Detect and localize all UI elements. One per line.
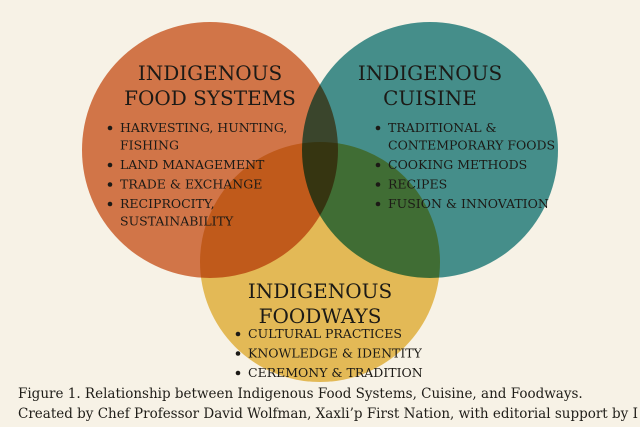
list-item: TRADE & EXCHANGE	[120, 177, 262, 192]
bullet-icon	[107, 125, 113, 131]
bullet-icon	[375, 182, 381, 187]
list-item: RECIPROCITY,	[120, 196, 215, 211]
list-item: TRADITIONAL &	[388, 120, 497, 135]
bullet-icon	[375, 125, 381, 131]
list-item: FISHING	[120, 138, 179, 153]
bullet-icon	[235, 370, 241, 376]
figure-caption-title: Figure 1. Relationship between Indigenou…	[18, 386, 583, 402]
circle-title-foodways: FOODWAYS	[259, 304, 382, 328]
list-item: KNOWLEDGE & IDENTITY	[248, 346, 423, 361]
circle-title-cuisine: CUISINE	[383, 86, 477, 110]
list-item: COOKING METHODS	[388, 157, 527, 172]
circle-title-food-systems: INDIGENOUS	[138, 61, 282, 85]
bullet-icon	[107, 182, 113, 187]
bullet-icon	[107, 201, 113, 207]
list-item: LAND MANAGEMENT	[120, 157, 265, 172]
circle-title-cuisine: INDIGENOUS	[358, 61, 502, 85]
bullet-icon	[235, 351, 241, 356]
bullet-icon	[375, 162, 381, 168]
list-item: CULTURAL PRACTICES	[248, 326, 402, 341]
bullet-icon	[235, 331, 241, 337]
circle-foodways	[200, 142, 440, 382]
list-item: SUSTAINABILITY	[120, 214, 234, 229]
list-item: CEREMONY & TRADITION	[248, 365, 423, 380]
circle-title-food-systems: FOOD SYSTEMS	[124, 86, 296, 110]
bullet-icon	[107, 162, 113, 168]
circle-title-foodways: INDIGENOUS	[248, 279, 392, 303]
list-item: RECIPES	[388, 177, 447, 192]
figure-caption-credit: Created by Chef Professor David Wolfman,…	[18, 406, 638, 422]
list-item: HARVESTING, HUNTING,	[120, 120, 287, 135]
bullet-icon	[375, 201, 381, 207]
list-item: CONTEMPORARY FOODS	[388, 138, 555, 153]
list-item: FUSION & INNOVATION	[388, 196, 549, 211]
